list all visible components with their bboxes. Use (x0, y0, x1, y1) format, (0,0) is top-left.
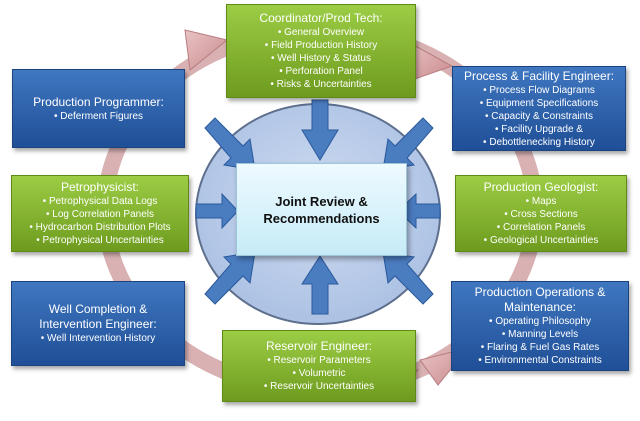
list-item: Process Flow Diagrams (457, 84, 621, 97)
box-production-operations: Production Operations & Maintenance: Ope… (451, 281, 629, 371)
list-item: Operating Philosophy (456, 315, 624, 328)
list-item: Perforation Panel (231, 65, 411, 78)
box-reservoir-engineer: Reservoir Engineer: Reservoir Parameters… (222, 330, 416, 402)
arrow-from-right (397, 192, 441, 230)
list-item: Environmental Constraints (456, 354, 624, 367)
box-petrophysicist-title: Petrophysicist: (60, 180, 140, 194)
list-item: Reservoir Parameters (227, 354, 411, 367)
box-wellcompletion-title-2: Intervention Engineer: (39, 317, 157, 331)
list-item: Petrophysical Data Logs (16, 195, 184, 208)
list-item: Log Correlation Panels (16, 208, 184, 221)
box-programmer-title: Production Programmer: (33, 94, 164, 109)
box-operations-title-1: Production Operations & (474, 285, 606, 299)
box-coordinator-title: Coordinator/Prod Tech: (259, 11, 383, 25)
box-production-programmer: Production Programmer: Deferment Figures (12, 69, 185, 148)
list-item: Equipment Specifications (457, 97, 621, 110)
box-wellcompletion-title-1: Well Completion & (48, 302, 148, 316)
box-petrophysicist: Petrophysicist: Petrophysical Data Logs … (11, 175, 189, 252)
list-item: Petrophysical Uncertainties (16, 234, 184, 247)
arrow-from-top-left (204, 117, 256, 171)
arrow-from-bottom-left (204, 251, 256, 305)
list-item: Well History & Status (231, 52, 411, 65)
list-item: Capacity & Constraints (457, 110, 621, 123)
list-item: Cross Sections (460, 208, 622, 221)
center-line-2: Recommendations (263, 210, 380, 226)
list-item: Hydrocarbon Distribution Plots (16, 221, 184, 234)
arrow-from-top-right (382, 117, 434, 171)
arrow-from-left (195, 192, 239, 230)
list-item: Flaring & Fuel Gas Rates (456, 341, 624, 354)
arrow-from-bottom-right (382, 251, 434, 305)
box-process-title: Process & Facility Engineer: (463, 68, 615, 83)
arrow-from-top (301, 99, 339, 161)
list-item: Reservoir Uncertainties (227, 380, 411, 393)
arrow-from-bottom (301, 255, 339, 315)
box-operations-title-2: Maintenance: (503, 300, 577, 314)
list-item: Volumetric (227, 367, 411, 380)
list-item: Maps (460, 195, 622, 208)
list-item: Facility Upgrade & (457, 123, 621, 136)
box-coordinator: Coordinator/Prod Tech: General Overview … (226, 4, 416, 98)
list-item: Correlation Panels (460, 221, 622, 234)
list-item: Field Production History (231, 39, 411, 52)
list-item: Well Intervention History (16, 332, 180, 345)
list-item: General Overview (231, 26, 411, 39)
list-item: Debottlenecking History (457, 136, 621, 149)
center-box-joint-review: Joint Review & Recommendations (236, 163, 407, 256)
box-well-completion-engineer: Well Completion & Intervention Engineer:… (11, 281, 185, 366)
box-process-facility-engineer: Process & Facility Engineer: Process Flo… (452, 66, 626, 151)
list-item: Risks & Uncertainties (231, 78, 411, 91)
list-item: Deferment Figures (17, 110, 180, 123)
box-reservoir-title: Reservoir Engineer: (265, 339, 373, 353)
box-production-geologist: Production Geologist: Maps Cross Section… (455, 175, 627, 252)
box-geologist-title: Production Geologist: (483, 180, 599, 194)
ring-arrow-top-left (184, 29, 229, 71)
center-line-1: Joint Review & (275, 193, 368, 209)
list-item: Geological Uncertainties (460, 234, 622, 247)
list-item: Manning Levels (456, 328, 624, 341)
